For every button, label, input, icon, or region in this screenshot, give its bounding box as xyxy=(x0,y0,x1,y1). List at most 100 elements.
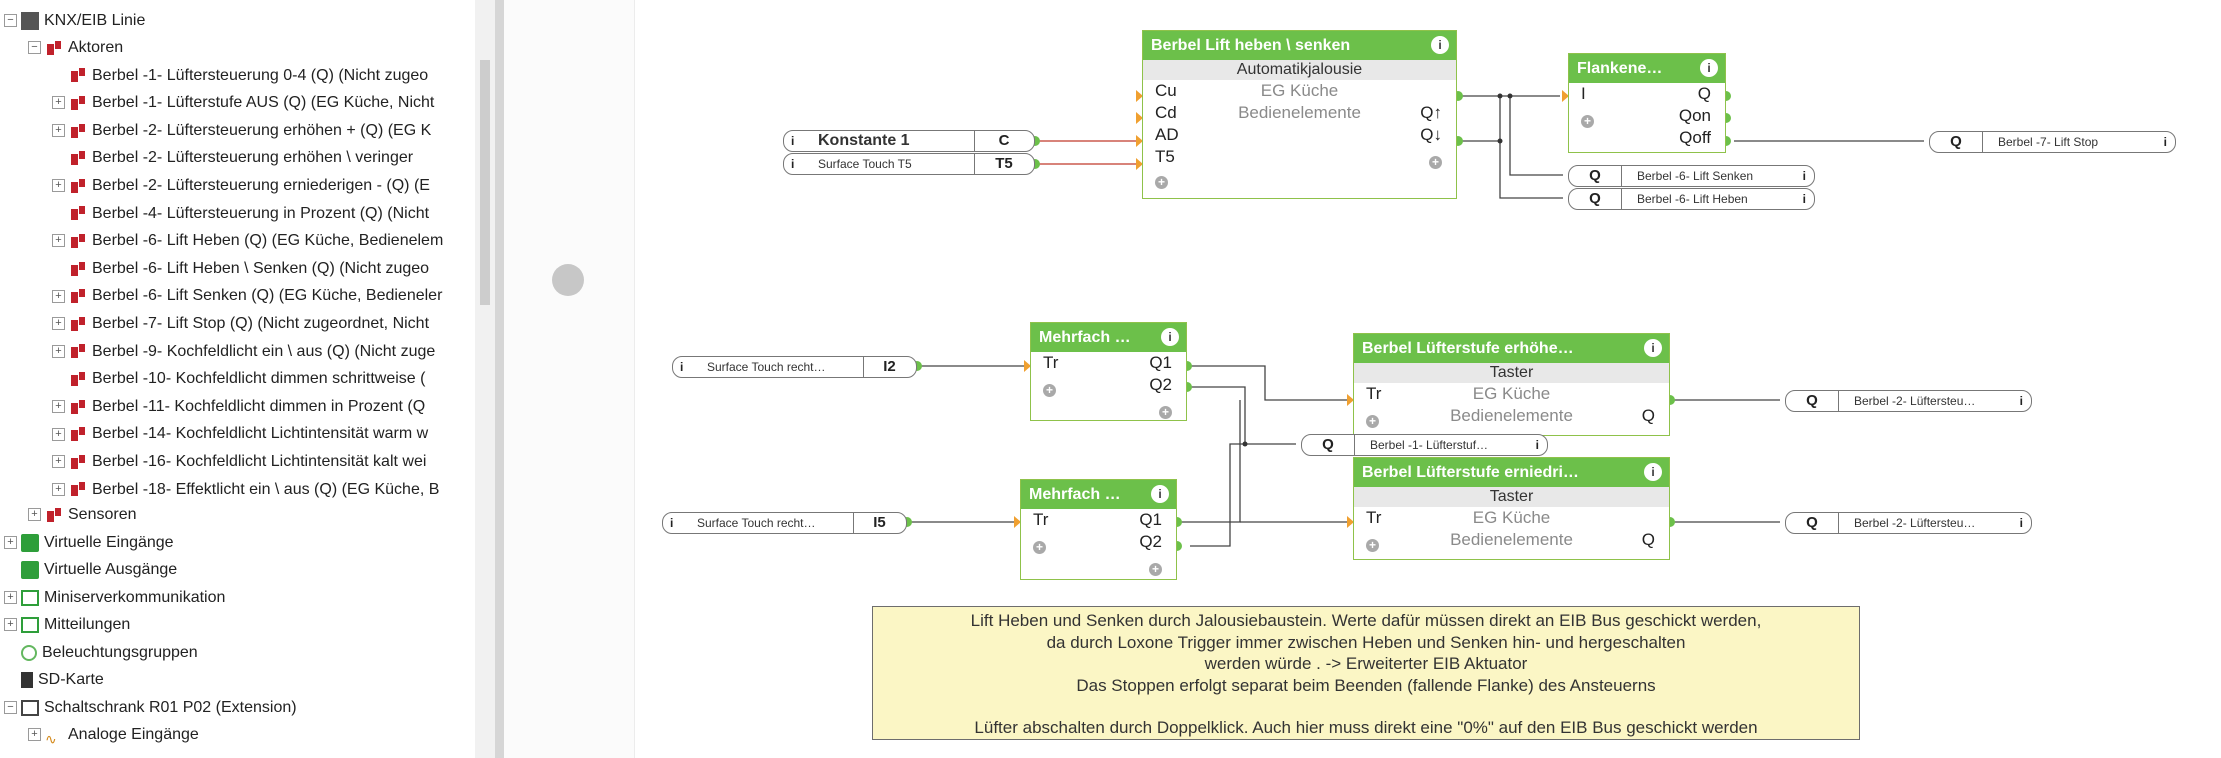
tree-item-actuator[interactable]: Berbel -10- Kochfeldlicht dimmen schritt… xyxy=(52,366,425,392)
add-output-icon[interactable]: + xyxy=(1149,563,1162,576)
tree-item-actuator[interactable]: +Berbel -16- Kochfeldlicht Lichtintensit… xyxy=(52,449,426,475)
tree-item-knx-line[interactable]: −KNX/EIB Linie xyxy=(4,8,145,34)
output-q2[interactable]: Q2 xyxy=(1149,375,1172,394)
add-input-icon[interactable]: + xyxy=(1043,384,1056,397)
collapse-icon[interactable]: − xyxy=(4,701,17,715)
tree-item-messages[interactable]: +Mitteilungen xyxy=(4,612,130,638)
expand-icon[interactable]: + xyxy=(52,400,65,414)
add-output-icon[interactable]: + xyxy=(1429,156,1442,169)
info-icon[interactable]: i xyxy=(680,360,684,374)
info-icon[interactable]: i xyxy=(1700,59,1718,77)
output-q2[interactable]: Q2 xyxy=(1139,532,1162,551)
input-connector[interactable] xyxy=(1136,112,1143,124)
info-icon[interactable]: i xyxy=(1431,36,1449,54)
info-icon[interactable]: i xyxy=(1644,463,1662,481)
tree-item-lighting[interactable]: Beleuchtungsgruppen xyxy=(21,640,198,666)
expand-icon[interactable]: + xyxy=(28,508,41,522)
input-ad[interactable]: AD xyxy=(1155,125,1179,144)
collapse-icon[interactable]: − xyxy=(28,41,41,55)
input-tr[interactable]: Tr xyxy=(1366,508,1382,527)
drag-handle[interactable] xyxy=(552,264,584,296)
expand-icon[interactable]: + xyxy=(52,124,65,138)
info-icon[interactable]: i xyxy=(1535,438,1539,452)
tree-item-actuator[interactable]: +Berbel -6- Lift Heben (Q) (EG Küche, Be… xyxy=(52,228,443,254)
input-connector[interactable] xyxy=(1562,90,1569,102)
tree-item-actuator[interactable]: +Berbel -2- Lüftersteuerung erniederigen… xyxy=(52,173,430,199)
input-cu[interactable]: Cu xyxy=(1155,81,1177,100)
collapse-icon[interactable]: − xyxy=(4,14,17,28)
output-q[interactable]: Q xyxy=(1641,406,1655,425)
tree-item-actuator[interactable]: +Berbel -9- Kochfeldlicht ein \ aus (Q) … xyxy=(52,339,435,365)
input-connector[interactable] xyxy=(1014,516,1021,528)
add-output-icon[interactable]: + xyxy=(1159,406,1172,419)
expand-icon[interactable]: + xyxy=(52,344,65,358)
expand-icon[interactable]: + xyxy=(4,618,17,632)
input-connector[interactable] xyxy=(1347,516,1354,528)
expand-icon[interactable]: + xyxy=(52,289,65,303)
tree-item-actuator[interactable]: Berbel -4- Lüftersteuerung in Prozent (Q… xyxy=(52,201,429,227)
output-q1[interactable]: Q1 xyxy=(1139,510,1162,529)
tree-item-virtual-inputs[interactable]: +Virtuelle Eingänge xyxy=(4,530,174,556)
tree-item-analog-inputs[interactable]: +∿Analoge Eingänge xyxy=(28,722,199,748)
expand-icon[interactable]: + xyxy=(52,96,65,110)
info-icon[interactable]: i xyxy=(1644,339,1662,357)
info-icon[interactable]: i xyxy=(2163,135,2167,149)
tree-item-aktoren[interactable]: −Aktoren xyxy=(28,35,123,61)
add-input-icon[interactable]: + xyxy=(1155,176,1168,189)
info-icon[interactable]: i xyxy=(791,134,795,148)
input-connector[interactable] xyxy=(1024,360,1031,372)
input-tr[interactable]: Tr xyxy=(1366,384,1382,403)
scrollbar-thumb[interactable] xyxy=(480,60,490,305)
tree-item-sd-card[interactable]: SD-Karte xyxy=(21,667,104,693)
expand-icon[interactable]: + xyxy=(52,427,65,441)
output-up[interactable]: Q↑ xyxy=(1420,103,1442,122)
tree-item-actuator[interactable]: +Berbel -6- Lift Senken (Q) (EG Küche, B… xyxy=(52,283,442,309)
panel-splitter[interactable] xyxy=(495,0,504,758)
expand-icon[interactable]: + xyxy=(4,536,17,550)
add-input-icon[interactable]: + xyxy=(1581,115,1594,128)
info-icon[interactable]: i xyxy=(1802,192,1806,206)
info-icon[interactable]: i xyxy=(2019,516,2023,530)
input-connector[interactable] xyxy=(1136,158,1143,170)
info-icon[interactable]: i xyxy=(1161,328,1179,346)
add-input-icon[interactable]: + xyxy=(1033,541,1046,554)
info-icon[interactable]: i xyxy=(791,157,795,171)
input-tr[interactable]: Tr xyxy=(1033,510,1049,529)
tree-item-actuator[interactable]: +Berbel -14- Kochfeldlicht Lichtintensit… xyxy=(52,421,428,447)
info-icon[interactable]: i xyxy=(1151,485,1169,503)
tree-item-actuator[interactable]: +Berbel -1- Lüfterstufe AUS (Q) (EG Küch… xyxy=(52,90,434,116)
expand-icon[interactable]: + xyxy=(52,317,65,331)
info-icon[interactable]: i xyxy=(670,516,674,530)
add-input-icon[interactable]: + xyxy=(1366,539,1379,552)
output-down[interactable]: Q↓ xyxy=(1420,125,1442,144)
output-qoff[interactable]: Qoff xyxy=(1679,128,1711,147)
expand-icon[interactable]: + xyxy=(4,591,17,605)
output-q[interactable]: Q xyxy=(1641,530,1655,549)
output-q1[interactable]: Q1 xyxy=(1149,353,1172,372)
comment-note[interactable]: Lift Heben und Senken durch Jalousiebaus… xyxy=(872,606,1860,740)
tree-item-actuator[interactable]: +Berbel -18- Effektlicht ein \ aus (Q) (… xyxy=(52,477,439,503)
tree-item-virtual-outputs[interactable]: Virtuelle Ausgänge xyxy=(21,557,177,583)
add-input-icon[interactable]: + xyxy=(1366,415,1379,428)
expand-icon[interactable]: + xyxy=(52,234,65,248)
output-qon[interactable]: Qon xyxy=(1678,106,1711,125)
input-connector[interactable] xyxy=(1347,394,1354,406)
info-icon[interactable]: i xyxy=(2019,394,2023,408)
tree-scrollbar[interactable] xyxy=(475,0,495,758)
input-t5[interactable]: T5 xyxy=(1155,147,1175,166)
